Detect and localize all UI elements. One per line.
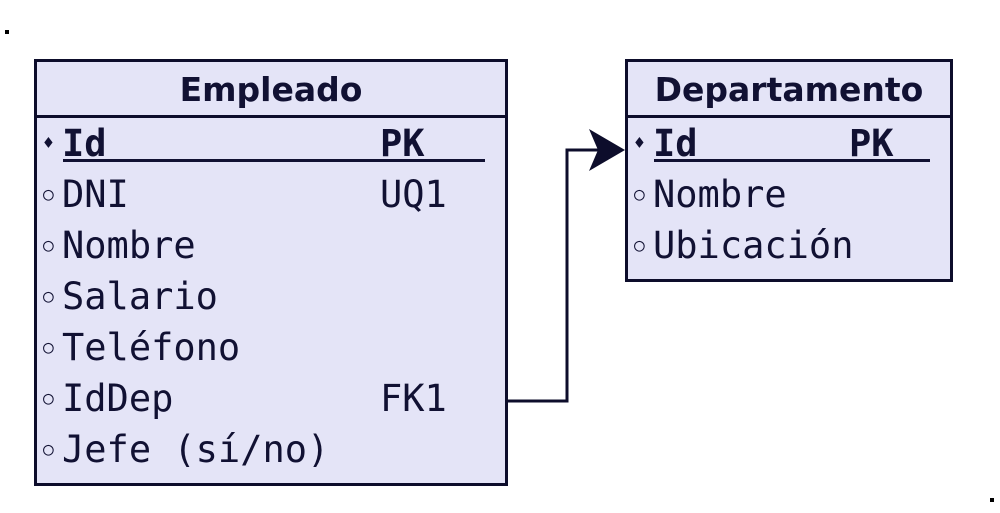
attribute-name: Id xyxy=(653,122,698,165)
attribute-key: UQ1 xyxy=(380,173,447,216)
attribute-row[interactable]: ♦ Id PK xyxy=(628,118,950,169)
pk-underline xyxy=(63,159,485,162)
attribute-name: Jefe (sí/no) xyxy=(62,428,330,471)
attribute-key: PK xyxy=(380,122,425,165)
attribute-name: Id xyxy=(62,122,107,165)
attribute-name: Salario xyxy=(62,275,218,318)
stray-dot-bottom-right xyxy=(990,498,994,502)
circle-icon: ○ xyxy=(43,235,54,256)
stray-dot-top-left xyxy=(5,30,9,34)
entity-empleado[interactable]: Empleado ♦ Id PK ○ DNI UQ1 ○ Nombre ○ Sa… xyxy=(34,59,508,486)
attribute-name: Nombre xyxy=(653,173,787,216)
circle-icon: ○ xyxy=(43,337,54,358)
entity-title: Departamento xyxy=(628,62,950,118)
attribute-row[interactable]: ○ DNI UQ1 xyxy=(37,169,505,220)
attribute-key: PK xyxy=(849,122,894,165)
attribute-row[interactable]: ○ Teléfono xyxy=(37,322,505,373)
circle-icon: ○ xyxy=(43,388,54,409)
attribute-name: Ubicación xyxy=(653,224,854,267)
circle-icon: ○ xyxy=(634,184,645,205)
circle-icon: ○ xyxy=(43,184,54,205)
attribute-row[interactable]: ○ Ubicación xyxy=(628,220,950,271)
diamond-icon: ♦ xyxy=(634,133,645,154)
attribute-name: Teléfono xyxy=(62,326,241,369)
attribute-name: IdDep xyxy=(62,377,174,420)
circle-icon: ○ xyxy=(43,286,54,307)
circle-icon: ○ xyxy=(634,235,645,256)
circle-icon: ○ xyxy=(43,439,54,460)
attribute-key: FK1 xyxy=(380,377,447,420)
entity-departamento[interactable]: Departamento ♦ Id PK ○ Nombre ○ Ubicació… xyxy=(625,59,953,282)
attribute-row[interactable]: ○ Nombre xyxy=(628,169,950,220)
attribute-row[interactable]: ○ IdDep FK1 xyxy=(37,373,505,424)
pk-underline xyxy=(654,159,930,162)
entity-title: Empleado xyxy=(37,62,505,118)
diamond-icon: ♦ xyxy=(43,133,54,154)
arrowhead-icon xyxy=(589,129,625,171)
attribute-row[interactable]: ○ Salario xyxy=(37,271,505,322)
attribute-row[interactable]: ○ Nombre xyxy=(37,220,505,271)
attribute-name: Nombre xyxy=(62,224,196,267)
relationship-line xyxy=(508,148,600,403)
attribute-row[interactable]: ○ Jefe (sí/no) xyxy=(37,424,505,475)
attribute-row[interactable]: ♦ Id PK xyxy=(37,118,505,169)
attribute-name: DNI xyxy=(62,173,129,216)
